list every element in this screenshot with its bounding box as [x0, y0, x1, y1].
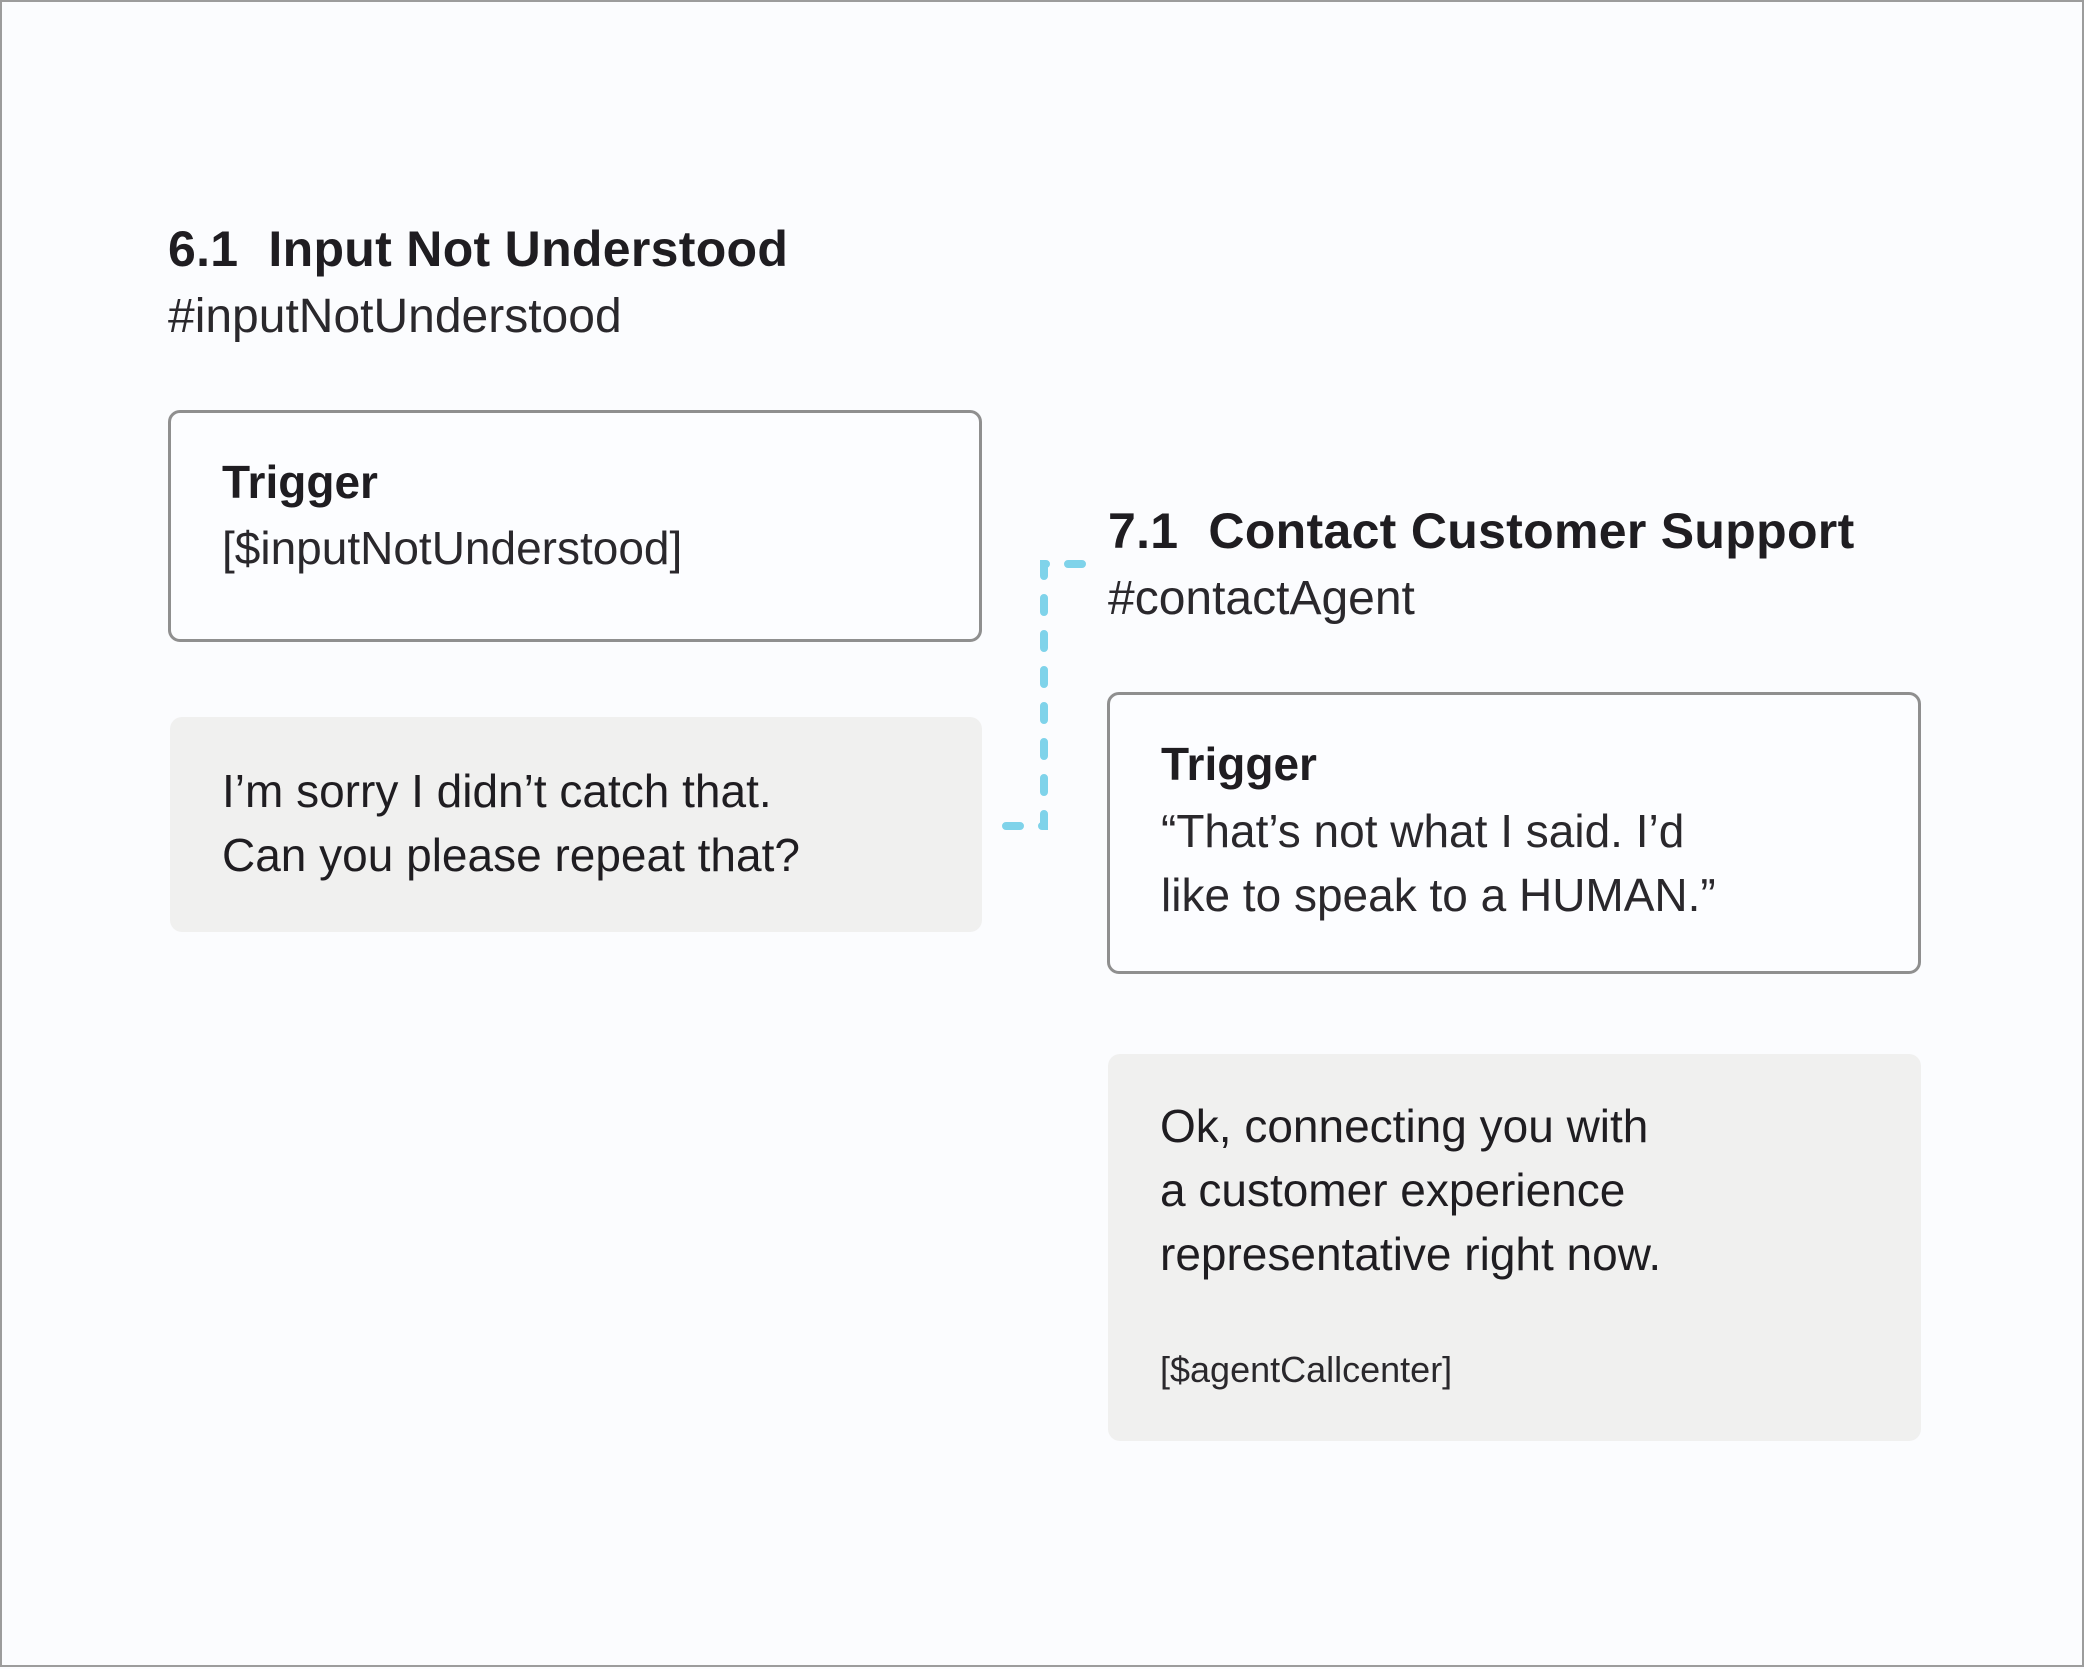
section-7-1-action-text: [$agentCallcenter] [1160, 1349, 1453, 1390]
section-6-1-response-text: I’m sorry I didn’t catch that. Can you p… [222, 765, 800, 881]
section-7-1-response-text: Ok, connecting you with a customer exper… [1160, 1100, 1662, 1280]
section-7-1-trigger-text: “That’s not what I said. I’d like to spe… [1161, 805, 1716, 921]
section-6-1-trigger-label: Trigger [222, 456, 378, 508]
connector-path [1002, 560, 1088, 830]
section-7-1-trigger-box: Trigger “That’s not what I said. I’d lik… [1107, 692, 1921, 974]
section-6-1-title: Input Not Understood [268, 221, 789, 277]
section-6-1-number: 6.1 [168, 221, 239, 277]
section-7-1-title: Contact Customer Support [1208, 503, 1855, 559]
section-6-1-trigger-box: Trigger [$inputNotUnderstood] [168, 410, 982, 642]
section-6-1-heading: 6.1 Input Not Understood [168, 220, 788, 278]
section-7-1-response-box: Ok, connecting you with a customer exper… [1108, 1054, 1921, 1441]
section-6-1-tag: #inputNotUnderstood [168, 290, 622, 343]
section-7-1-heading: 7.1 Contact Customer Support [1108, 502, 1855, 560]
section-6-1-trigger-text: [$inputNotUnderstood] [222, 522, 683, 574]
section-6-1-response-box: I’m sorry I didn’t catch that. Can you p… [170, 717, 982, 932]
section-7-1-trigger-label: Trigger [1161, 738, 1317, 790]
section-7-1-tag: #contactAgent [1108, 572, 1415, 625]
section-7-1-number: 7.1 [1108, 503, 1179, 559]
